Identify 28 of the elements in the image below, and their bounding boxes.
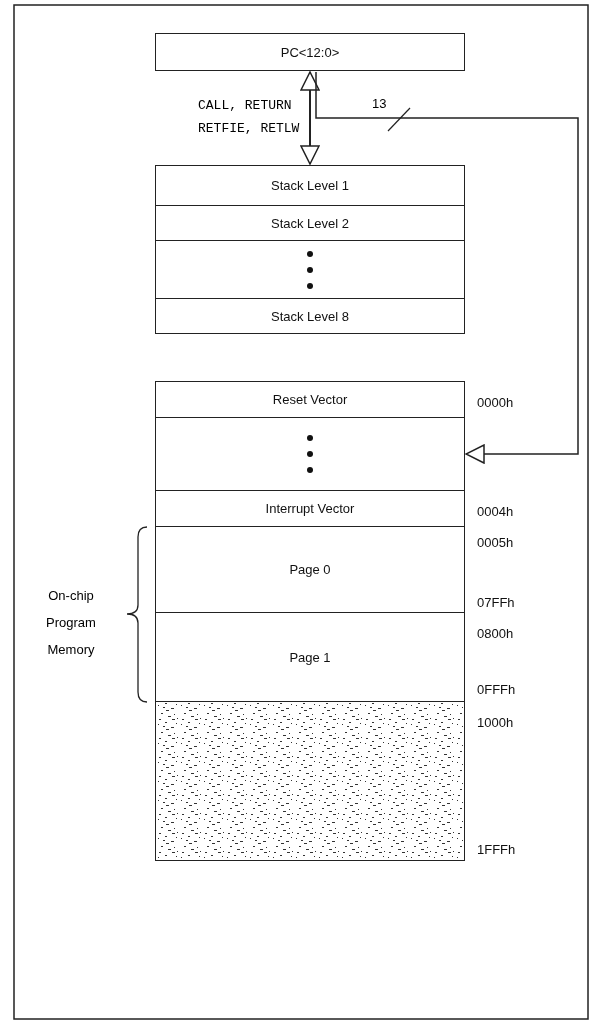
block-label: Interrupt Vector: [265, 501, 355, 516]
address-label: 0800h: [477, 626, 514, 641]
register-box: [155, 33, 465, 71]
memory-block: [155, 381, 465, 418]
stack-level-box: [155, 165, 465, 206]
block-label: Page 1: [289, 649, 331, 665]
memory-page-box: [155, 526, 465, 613]
address-label: 0005h: [477, 535, 514, 550]
address-label: 0FFFh: [477, 682, 516, 697]
memory-page-box: [155, 612, 465, 702]
block-label: Reset Vector: [272, 392, 348, 407]
address-label: 07FFh: [477, 595, 515, 610]
block-label: Stack Level 2: [270, 215, 349, 231]
stack-ellipsis-box: [155, 240, 465, 299]
address-label: 1000h: [477, 715, 514, 730]
stack-level-box: [155, 298, 465, 334]
stack-level-box: [155, 205, 465, 241]
block-label: Stack Level 1: [270, 178, 349, 193]
block-label: Stack Level 8: [270, 308, 349, 324]
address-label: 1FFFh: [477, 842, 516, 857]
unimplemented-memory-block: [155, 701, 465, 861]
memory-region-label: On-chip Program Memory: [45, 587, 97, 659]
address-label: 0000h: [477, 395, 514, 410]
memory-ellipsis-box: [155, 417, 465, 491]
memory-block: [155, 490, 465, 527]
block-label: PC<12:0>: [280, 44, 340, 60]
block-label: Page 0: [289, 562, 331, 577]
address-label: 0004h: [477, 504, 514, 519]
